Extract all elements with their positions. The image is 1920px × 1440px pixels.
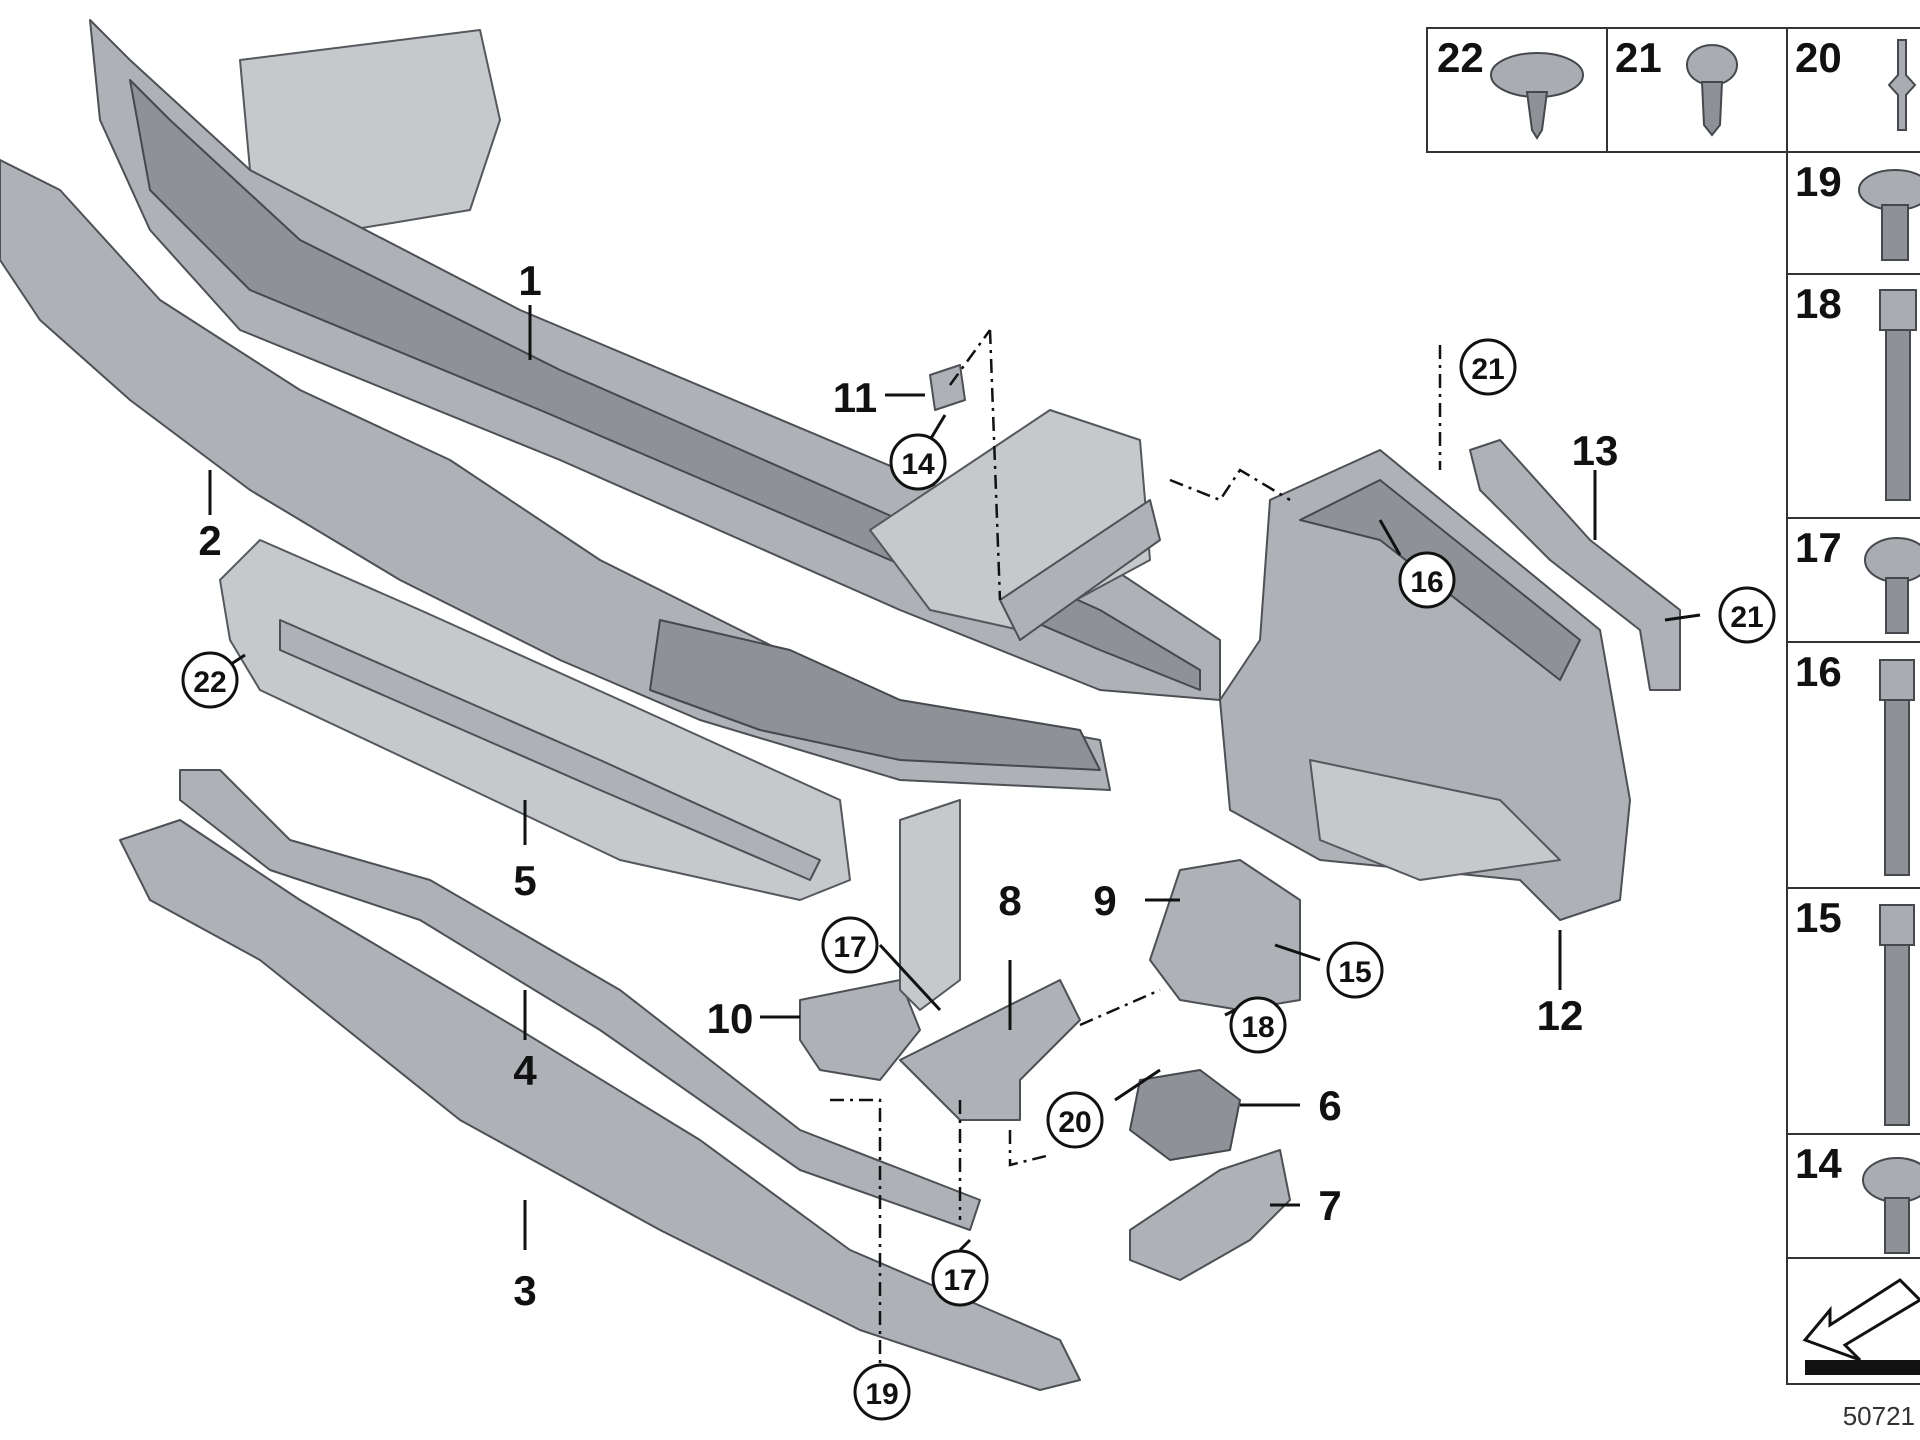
holder-part <box>1149 859 1301 1011</box>
svg-text:15: 15 <box>1338 956 1371 989</box>
ref-22: 22 <box>181 651 239 709</box>
svg-text:20: 20 <box>1058 1106 1091 1139</box>
part-callouts: 1 2 3 4 5 6 7 8 9 10 11 12 13 <box>198 257 1618 1314</box>
callout-6: 6 <box>1318 1082 1341 1129</box>
callout-4: 4 <box>513 1047 537 1094</box>
ref-16: 16 <box>1398 551 1456 609</box>
rivet-20-icon <box>1887 39 1917 131</box>
svg-text:17: 17 <box>833 931 866 964</box>
bumper-carrier-part <box>89 19 1221 701</box>
fastener-legend: 22 21 20 19 18 17 16 15 14 <box>1426 27 1920 1385</box>
legend-num-16: 16 <box>1795 648 1842 695</box>
svg-text:19: 19 <box>865 1378 898 1411</box>
leader-lines <box>208 305 1701 1252</box>
underbody-panel-part <box>119 819 1081 1391</box>
callout-3: 3 <box>513 1267 536 1314</box>
callout-13: 13 <box>1572 427 1619 474</box>
orientation-arrow-icon <box>1802 1278 1920 1375</box>
ref-17-upper: 17 <box>821 916 879 974</box>
callout-8: 8 <box>998 877 1021 924</box>
bolt-19-icon <box>1858 169 1920 261</box>
callout-9: 9 <box>1093 877 1116 924</box>
legend-num-22: 22 <box>1437 34 1484 81</box>
bolt-15-icon <box>1879 904 1915 1126</box>
callout-11: 11 <box>833 374 877 421</box>
fastener-references: 14 15 16 17 17 18 19 20 <box>181 338 1776 1421</box>
legend-num-21: 21 <box>1615 34 1662 81</box>
document-number: 50721 <box>1843 1401 1915 1431</box>
screw-22-icon <box>1490 52 1584 140</box>
legend-num-14: 14 <box>1795 1140 1842 1187</box>
bracket-10-part <box>799 799 961 1081</box>
impact-absorber-part <box>0 159 1111 791</box>
strut-bar-part <box>179 769 981 1231</box>
ref-18: 18 <box>1229 996 1287 1054</box>
ref-20: 20 <box>1046 1091 1104 1149</box>
lower-bracket-part <box>219 539 851 901</box>
bolt-18-icon <box>1879 289 1917 501</box>
bolt-16-icon <box>1879 659 1915 876</box>
legend-num-18: 18 <box>1795 280 1842 327</box>
side-bracket-part <box>1469 439 1681 691</box>
cover-block-part <box>1129 1149 1291 1281</box>
legend-num-19: 19 <box>1795 158 1842 205</box>
screw-21-icon <box>1686 44 1738 137</box>
svg-text:17: 17 <box>943 1264 976 1297</box>
clip-part <box>929 364 966 411</box>
legend-num-20: 20 <box>1795 34 1842 81</box>
ref-17-lower: 17 <box>931 1249 989 1307</box>
callout-10: 10 <box>707 995 754 1042</box>
callout-7: 7 <box>1318 1182 1341 1229</box>
arm-part <box>899 979 1081 1121</box>
assembly-dashed-lines <box>830 329 1442 1390</box>
svg-text:22: 22 <box>193 666 226 699</box>
ref-21-upper: 21 <box>1459 338 1517 396</box>
svg-text:18: 18 <box>1241 1011 1274 1044</box>
ref-15: 15 <box>1326 941 1384 999</box>
callout-5: 5 <box>513 857 536 904</box>
callout-12: 12 <box>1537 992 1584 1039</box>
legend-num-15: 15 <box>1795 894 1842 941</box>
damper-block-part <box>1129 1069 1241 1161</box>
svg-text:21: 21 <box>1471 353 1504 386</box>
ref-19: 19 <box>853 1363 911 1421</box>
svg-text:14: 14 <box>901 448 935 481</box>
bolt-17-icon <box>1864 537 1920 634</box>
frame-carrier-part <box>1219 449 1631 921</box>
callout-1: 1 <box>518 257 541 304</box>
callout-2: 2 <box>198 517 221 564</box>
bolt-14-icon <box>1862 1157 1920 1254</box>
ref-14: 14 <box>889 433 947 491</box>
legend-num-17: 17 <box>1795 524 1842 571</box>
svg-text:21: 21 <box>1730 601 1763 634</box>
ref-21-lower: 21 <box>1718 586 1776 644</box>
svg-text:16: 16 <box>1410 566 1443 599</box>
